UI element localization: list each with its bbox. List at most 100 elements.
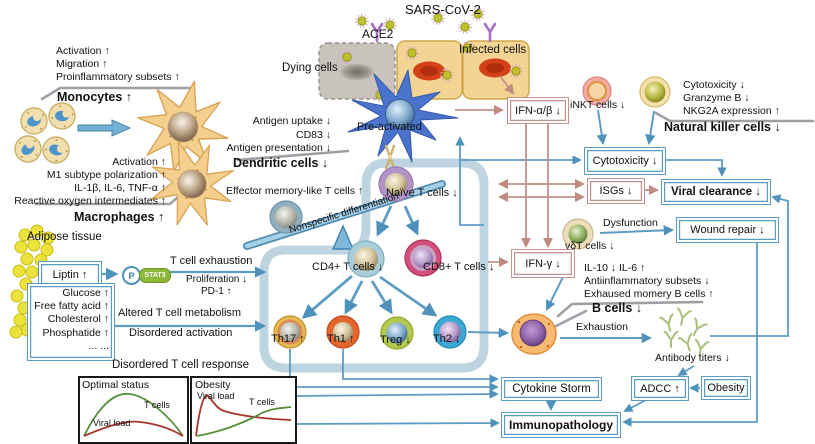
antibody-titers-label: Antibody titers ↓: [655, 352, 730, 364]
t-cells-curve-label: T cells: [249, 397, 275, 407]
effector-memory-t-cell: [269, 200, 303, 234]
adcc-box: ADCC ↑: [631, 376, 689, 401]
t-cell-exhaustion-label: T cell exhaustion: [170, 255, 253, 267]
macrophages-annotations: Activation ↑ M1 subtype polarization ↑ I…: [8, 156, 166, 208]
annotation-line: Activation ↑: [56, 45, 110, 57]
ifn-gamma-label: IFN-γ ↓: [525, 257, 561, 270]
immunopathology-box: Immunopathology: [501, 412, 621, 438]
gamma-delta-label: γδT cells ↓: [565, 240, 615, 252]
ace2-label: ACE2: [362, 27, 394, 41]
ifn-alpha-beta-label: IFN-α/β ↓: [515, 104, 561, 117]
annotation-line: Reactive oxygen intermediates ↑: [14, 195, 166, 207]
obesity-box: Obesity: [701, 376, 751, 400]
effector-memory-label: Effector memory-like T cells ↑: [226, 185, 364, 197]
proliferation-label: Proliferation ↓: [186, 274, 248, 285]
wound-repair-label: Wound repair ↓: [690, 224, 765, 236]
dendritic-title: Dendritic cells ↓: [233, 156, 329, 170]
annotation-line: CD83 ↓: [295, 128, 331, 141]
annotation-line: M1 subtype polarization ↑: [46, 169, 166, 181]
pd1-label: PD-1 ↑: [201, 286, 232, 297]
naive-t-cell: [378, 166, 414, 202]
metabolite-line: ... ...: [88, 339, 109, 352]
cytokine-storm-label: Cytokine Storm: [512, 383, 591, 395]
annotation-line: Activation ↑: [112, 156, 166, 168]
exhaustion-label: Exhaustion: [576, 321, 628, 333]
obesity-curves: [195, 394, 292, 437]
nk-annotations: Cytotoxicity ↓ Granzyme B ↓ NKG2A expres…: [683, 79, 780, 117]
annotation-line: Antigen presentation ↓: [226, 142, 332, 154]
isgs-label: ISGs ↓: [599, 185, 633, 197]
metabolites-list: Glucose ↑ Free fatty acid ↑ Cholesterol …: [34, 284, 114, 353]
annotation-line: IL-10 ↓ IL-6 ↑: [584, 262, 646, 274]
cd8-t-cell: [404, 239, 442, 277]
nk-cell: [639, 76, 671, 108]
dysfunction-label: Dysfunction: [603, 217, 658, 229]
graph-title: Obesity: [195, 379, 231, 391]
wound-repair-box: Wound repair ↓: [676, 217, 779, 243]
stat3-badge: STAT3: [139, 268, 171, 283]
t-cells-curve-label: T cells: [144, 400, 170, 410]
ifn-arrows: [455, 75, 660, 268]
th17-cell: [273, 315, 307, 349]
inkt-cell: [582, 76, 612, 106]
cytotoxicity-label: Cytotoxicity ↓: [592, 155, 658, 167]
cytotoxicity-box: Cytotoxicity ↓: [584, 147, 666, 175]
b-cell-annotations: IL-10 ↓ IL-6 ↑ Antiinflammatory subsets …: [584, 262, 714, 301]
optimal-status-curves: [83, 392, 184, 437]
gamma-delta-t-cell: [562, 218, 594, 250]
treg-cell: [380, 316, 414, 350]
graphs-caption: Disordered T cell response: [112, 359, 250, 371]
annotation-line: Exhaused momery B cells ↑: [584, 288, 714, 300]
ifn-gamma-box: IFN-γ ↓: [511, 249, 575, 278]
tcr-receptor-icon: [384, 144, 396, 170]
cytokine-storm-box: Cytokine Storm: [501, 377, 602, 401]
monocytes-annotations: Activation ↑ Migration ↑ Proinflammatory…: [56, 45, 180, 84]
b-cells-title: B cells ↓: [592, 301, 643, 315]
th1-cell: [326, 315, 360, 349]
adcc-label: ADCC ↑: [640, 382, 680, 395]
metabolite-line: Glucose ↑: [62, 287, 109, 299]
cd8-label: CD8+ T cells ↓: [423, 261, 495, 273]
leptin-label: Liptin ↑: [52, 268, 88, 281]
dying-cell: [318, 42, 396, 100]
infected-cells-label: Infected cells: [459, 44, 527, 56]
dying-cells-label: Dying cells: [282, 62, 338, 74]
annotation-line: NKG2A expression ↑: [683, 104, 780, 117]
viral-clearance-label: Viral clearance ↓: [671, 186, 761, 198]
immunopathology-label: Immunopathology: [509, 418, 613, 432]
metabolites-box: Glucose ↑ Free fatty acid ↑ Cholesterol …: [27, 283, 115, 361]
ifn-alpha-beta-box: IFN-α/β ↓: [507, 97, 569, 124]
macrophages-title: Macrophages ↑: [74, 210, 165, 224]
viral-load-curve-label: Viral load: [93, 418, 131, 428]
viral-load-curve-label: Viral load: [197, 391, 235, 401]
cd4-label: CD4+ T cells ↓: [312, 261, 384, 273]
viral-clearance-box: Viral clearance ↓: [661, 179, 771, 205]
adipose-tissue-label: Adipose tissue: [27, 231, 102, 243]
th1-label: Th1 ↑: [327, 333, 355, 345]
nk-title: Natural killer cells ↓: [664, 120, 781, 134]
dendritic-cell: [347, 69, 459, 163]
naive-t-cells-label: Naïve T cells ↓: [386, 187, 458, 199]
cd4-t-cell: [347, 240, 385, 278]
sars-cov-2-label: SARS-CoV-2: [405, 2, 481, 17]
annotation-line: Cytotoxicity ↓: [683, 79, 745, 91]
metabolite-line: Cholesterol ↑: [47, 313, 109, 326]
annotation-line: Proinflammatory subsets ↑: [56, 71, 180, 83]
annotation-line: Antigen uptake ↓: [252, 115, 331, 127]
isgs-box: ISGs ↓: [587, 178, 645, 204]
optimal-status-graph: Optimal status T cells Viral load: [78, 376, 189, 444]
dendritic-annotations: Antigen uptake ↓ CD83 ↓ Antigen presenta…: [225, 115, 332, 156]
graph-title: Optimal status: [82, 379, 150, 391]
metabolite-line: Free fatty acid ↑: [34, 300, 109, 313]
th2-cell: [433, 315, 467, 349]
obesity-graph: Obesity Viral load T cells: [190, 376, 297, 444]
monocytes-title: Monocytes ↑: [57, 90, 133, 104]
annotation-line: IL-1β, IL-6, TNF-α ↑: [74, 182, 166, 194]
inkt-label: iNKT cells ↓: [570, 99, 626, 111]
treg-label: Treg ↓: [380, 334, 411, 346]
annotation-line: Migration ↑: [56, 58, 108, 70]
annotation-line: Granzyme B ↓: [683, 91, 750, 104]
altered-metabolism-label: Altered T cell metabolism: [118, 307, 242, 319]
